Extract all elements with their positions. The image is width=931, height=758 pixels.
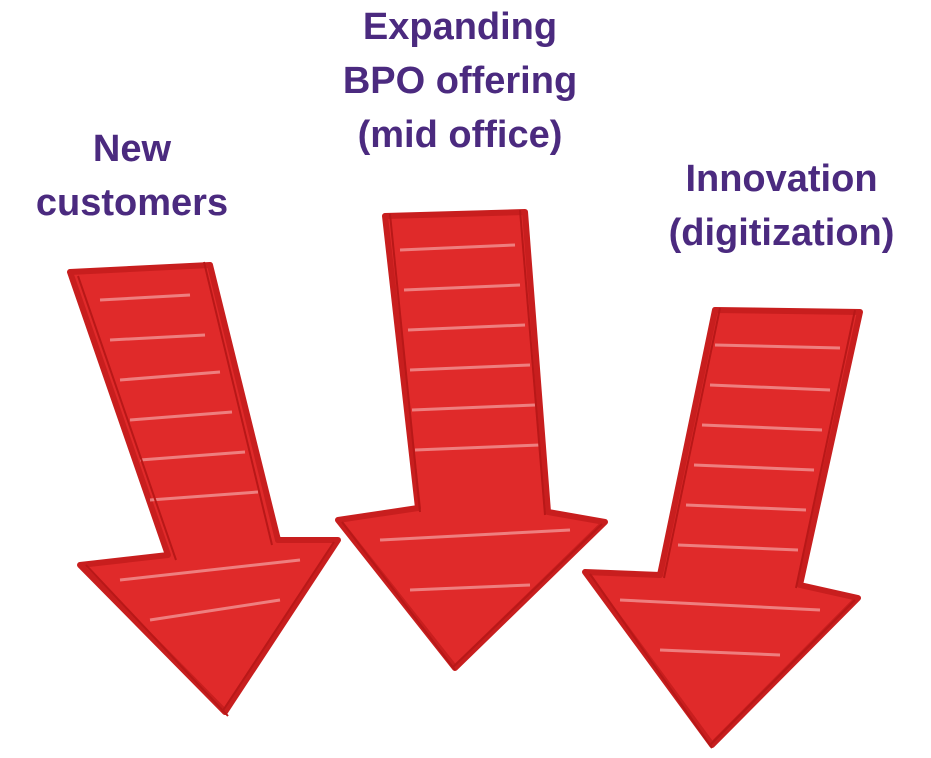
red-scribbled-down-arrow-icon [335, 209, 608, 671]
red-scribbled-down-arrow-icon [582, 307, 863, 749]
label-line: Innovation [685, 158, 878, 200]
label-new-customers: New customers [0, 122, 264, 230]
label-innovation: Innovation (digitization) [632, 152, 931, 260]
label-line: BPO offering [342, 60, 578, 102]
label-line: customers [35, 182, 229, 224]
label-line: New [92, 128, 172, 170]
label-line: (mid office) [357, 114, 563, 156]
red-scribbled-down-arrow-icon [67, 261, 341, 717]
label-expanding-bpo-offering: Expanding BPO offering (mid office) [302, 0, 618, 162]
label-line: Expanding [362, 6, 558, 48]
label-line: (digitization) [668, 212, 895, 254]
